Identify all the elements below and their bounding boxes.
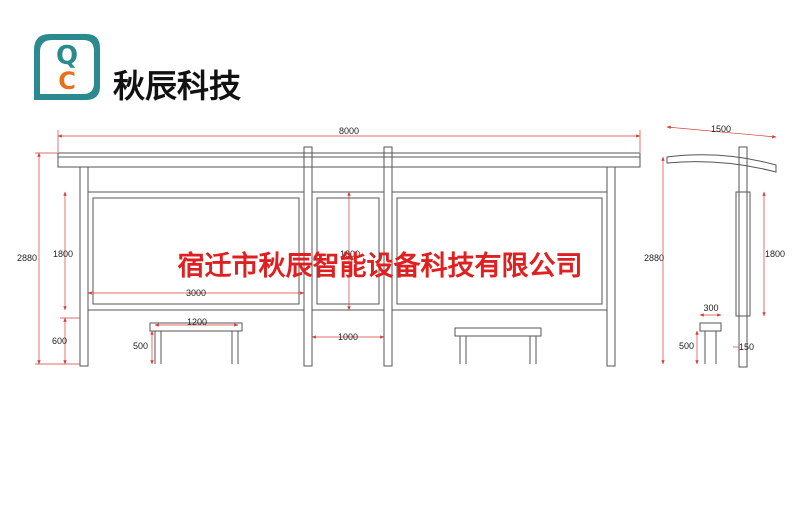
- logo-letter-c: C: [58, 67, 76, 95]
- logo-letter-q: Q: [56, 41, 78, 71]
- dim-bench-length-label: 1200: [187, 317, 207, 327]
- dim-side-post-label: 150: [739, 342, 754, 352]
- front-view: [57, 146, 641, 367]
- front-roof-fascia: [57, 156, 641, 168]
- front-dimension-labels: 8000 2880 1800 600 3000 1800 1200 500 10…: [17, 126, 360, 351]
- front-bench-left-seat: [149, 322, 243, 332]
- company-watermark: 宿迁市秋辰智能设备科技有限公司: [178, 250, 583, 282]
- logo-badge-inner: [40, 40, 94, 94]
- side-dimension-labels: 1500 2880 1800 300 500 150: [644, 124, 785, 352]
- front-panel-left-inner: [92, 197, 300, 305]
- side-panel: [735, 191, 751, 317]
- front-post-4: [606, 166, 616, 367]
- front-panel-right-inner: [396, 197, 603, 305]
- brand-name: 秋辰科技: [113, 67, 241, 105]
- side-bench: [699, 322, 722, 332]
- front-roof: [57, 152, 641, 158]
- dim-side-bench-height-label: 500: [679, 341, 694, 351]
- dim-side-height-label: 2880: [644, 253, 664, 263]
- dim-panel-width-label: 3000: [186, 288, 206, 298]
- dim-width-label: 8000: [339, 126, 359, 136]
- front-bench-right-seat: [454, 327, 542, 337]
- front-dimensions: [35, 130, 641, 365]
- company-logo: Q C: [34, 34, 100, 100]
- side-roof: [666, 154, 777, 173]
- dim-middle-bay-label: 1000: [338, 332, 358, 342]
- side-post: [738, 146, 748, 368]
- front-panel-right: [391, 191, 608, 311]
- dim-base-label: 600: [52, 336, 67, 346]
- dim-line-roof-depth: [666, 125, 777, 139]
- side-dimensions: [661, 125, 777, 365]
- dim-height-label: 2880: [17, 253, 37, 263]
- front-panel-left: [87, 191, 305, 311]
- front-post-1: [79, 166, 89, 367]
- dim-panel-middle-label: 1800: [340, 249, 360, 259]
- dim-side-panel-label: 1800: [765, 249, 785, 259]
- dim-panel-left-label: 1800: [53, 249, 73, 259]
- side-view: [666, 146, 777, 368]
- dim-bench-height-label: 500: [133, 341, 148, 351]
- dim-side-bench-depth-label: 300: [703, 303, 718, 313]
- dim-roof-depth-label: 1500: [711, 124, 731, 134]
